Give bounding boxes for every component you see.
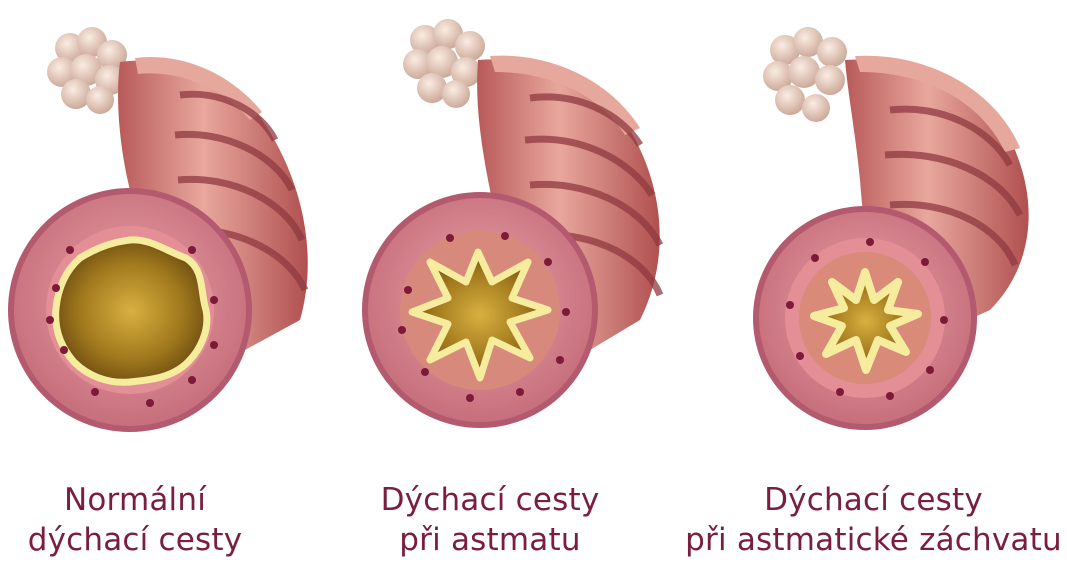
asthma-airway <box>362 19 660 428</box>
asthma-attack-airway <box>753 27 1029 430</box>
caption-asthma-line1: Dýchací cesty <box>345 480 635 520</box>
alveoli-cluster <box>763 27 847 122</box>
alveoli-cluster <box>403 19 485 108</box>
caption-normal: Normální dýchací cesty <box>0 480 270 560</box>
lumen-asthma <box>412 252 548 378</box>
caption-asthma-attack-line1: Dýchací cesty <box>680 480 1067 520</box>
caption-asthma-attack-line2: při astmatické záchvatu <box>680 520 1067 560</box>
lumen-normal <box>56 240 207 382</box>
alveoli-cluster <box>47 27 127 114</box>
caption-normal-line2: dýchací cesty <box>0 520 270 560</box>
caption-normal-line1: Normální <box>0 480 270 520</box>
normal-airway <box>8 27 308 432</box>
caption-asthma-attack: Dýchací cesty při astmatické záchvatu <box>680 480 1067 560</box>
caption-asthma-line2: při astmatu <box>345 520 635 560</box>
caption-asthma: Dýchací cesty při astmatu <box>345 480 635 560</box>
airway-illustrations <box>0 0 1067 460</box>
